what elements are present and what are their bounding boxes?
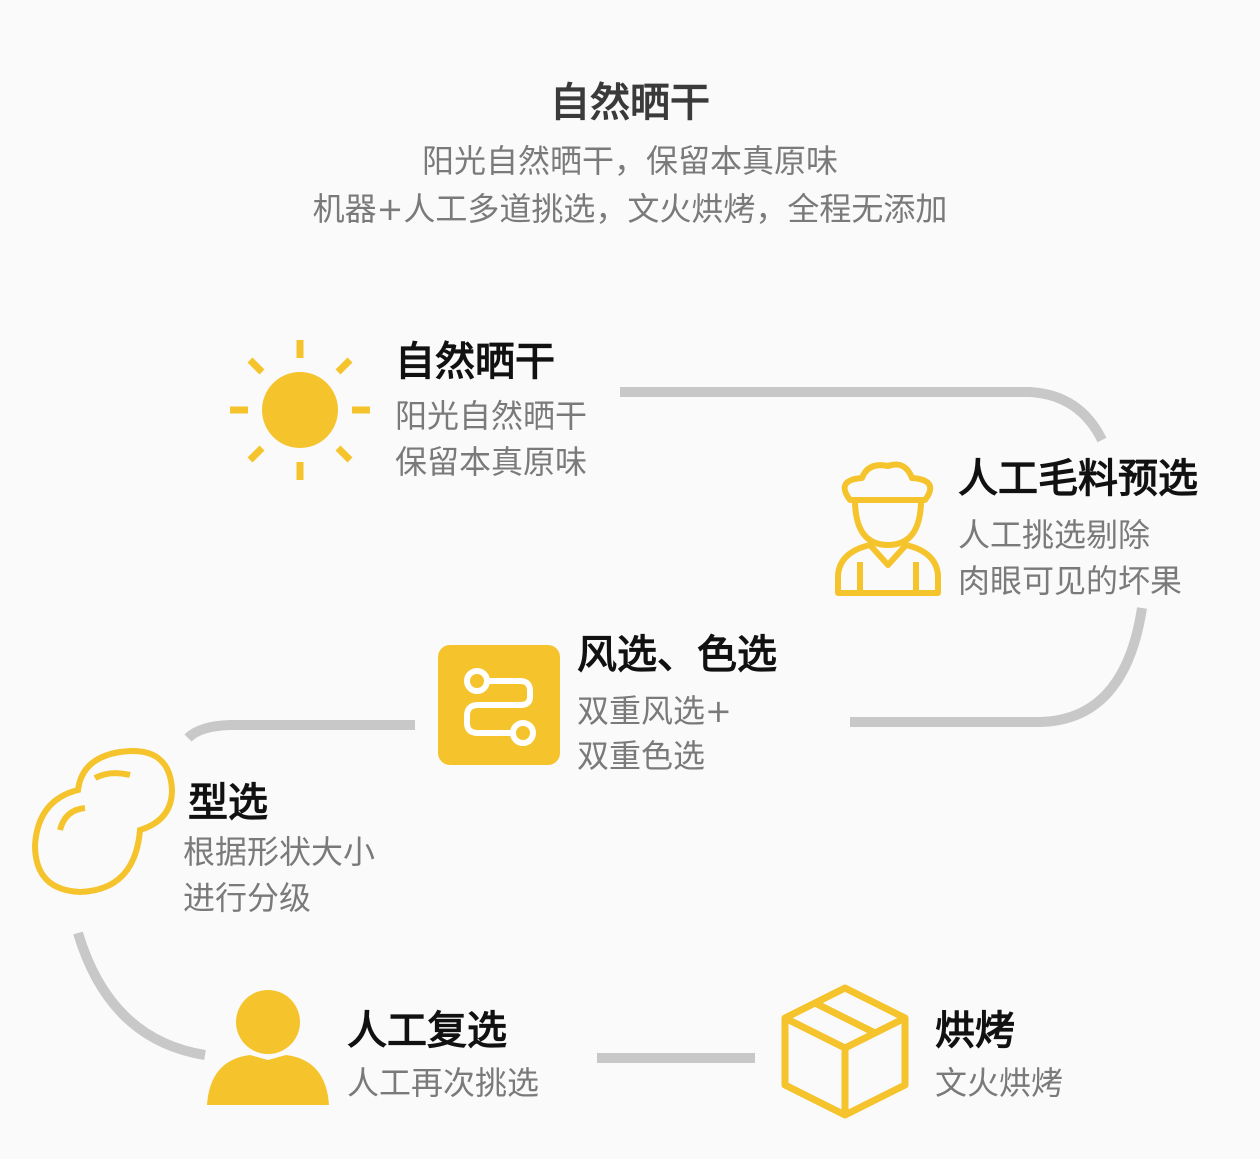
connector-path-1	[620, 387, 1107, 443]
step-shape-desc-1: 根据形状大小	[183, 833, 376, 871]
connector-path-3	[184, 720, 415, 742]
connector-path-2	[850, 607, 1147, 727]
route-icon	[438, 645, 560, 765]
subtitle-line-2: 机器+人工多道挑选，文火烘烤，全程无添加	[312, 190, 948, 228]
connector-path-4	[73, 931, 206, 1060]
step-preselect-desc-2: 肉眼可见的坏果	[958, 562, 1183, 600]
person-icon	[207, 990, 329, 1105]
step-bake-desc-1: 文火烘烤	[935, 1064, 1064, 1102]
step-recheck-title: 人工复选	[347, 1008, 507, 1054]
step-shape-desc-2: 进行分级	[183, 879, 312, 917]
step-preselect-title: 人工毛料预选	[958, 456, 1198, 502]
step-bake-title: 烘烤	[935, 1008, 1015, 1054]
step-preselect-desc-1: 人工挑选剔除	[958, 516, 1151, 554]
subtitle-line-1: 阳光自然晒干，保留本真原味	[421, 142, 838, 180]
step-wind-color-title: 风选、色选	[577, 632, 777, 678]
step-recheck-desc-1: 人工再次挑选	[347, 1064, 540, 1102]
sun-icon	[230, 340, 370, 480]
box-icon	[781, 984, 909, 1119]
step-sun-title: 自然晒干	[395, 339, 555, 385]
step-wind-color-desc-1: 双重风选+	[577, 692, 732, 730]
gourd-icon	[31, 748, 176, 896]
step-wind-color-desc-2: 双重色选	[577, 737, 706, 775]
worker-icon	[835, 461, 941, 596]
step-sun-desc-2: 保留本真原味	[395, 443, 588, 481]
page-title: 自然晒干	[550, 80, 710, 126]
step-sun-desc-1: 阳光自然晒干	[395, 397, 588, 435]
step-shape-title: 型选	[188, 780, 268, 826]
